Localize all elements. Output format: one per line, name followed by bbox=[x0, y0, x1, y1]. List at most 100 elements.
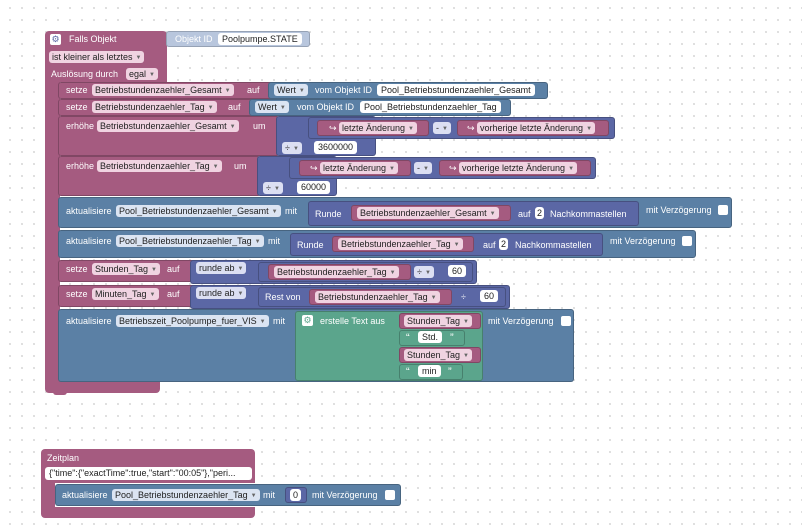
value-dropdown[interactable]: Wert▼ bbox=[274, 84, 308, 96]
variable-dropdown[interactable]: Betriebstundenzaehler_Tag▼ bbox=[315, 291, 440, 303]
dropdown-arrow-icon: ▼ bbox=[423, 166, 429, 172]
dropdown-arrow-icon: ▼ bbox=[212, 164, 219, 170]
schedule-block-spine bbox=[41, 482, 55, 512]
set-label: setze bbox=[66, 85, 88, 95]
dropdown-arrow-icon: ▼ bbox=[463, 319, 469, 325]
last-change-dropdown[interactable]: letzte Änderung▼ bbox=[320, 162, 398, 174]
variable-dropdown[interactable]: Betriebstundenzaehler_Tag▼ bbox=[92, 101, 217, 113]
condition-dropdown[interactable]: ist kleiner als letztes▼ bbox=[49, 51, 145, 63]
decimals-label: Nachkommastellen bbox=[550, 209, 627, 219]
dropdown-arrow-icon: ▼ bbox=[424, 270, 431, 276]
divide-operator-dropdown[interactable]: ÷▼ bbox=[414, 266, 434, 278]
update-label: aktualisiere bbox=[66, 206, 112, 216]
on-label: auf bbox=[167, 289, 180, 299]
dropdown-arrow-icon: ▼ bbox=[430, 295, 437, 301]
object-dropdown[interactable]: Betriebszeit_Poolpumpe_fuer_VIS▼ bbox=[116, 315, 269, 327]
object-id-input[interactable]: Pool_Betriebstundenzaehler_Tag bbox=[360, 101, 501, 113]
with-label: mit bbox=[285, 206, 297, 216]
dropdown-arrow-icon: ▼ bbox=[442, 126, 448, 132]
object-dropdown[interactable]: Pool_Betriebstundenzaehler_Tag▼ bbox=[112, 489, 260, 501]
delay-checkbox[interactable] bbox=[682, 236, 692, 246]
variable-dropdown[interactable]: Betriebstundenzaehler_Tag▼ bbox=[97, 160, 222, 172]
variable-arrow-icon: ↪ bbox=[329, 123, 337, 133]
variable-dropdown[interactable]: Betriebstundenzaehler_Gesamt▼ bbox=[97, 120, 239, 132]
increment-label: erhöhe bbox=[66, 161, 95, 171]
variable-arrow-icon: ↪ bbox=[467, 123, 475, 133]
variable-dropdown[interactable]: Stunden_Tag▼ bbox=[404, 315, 472, 327]
dropdown-arrow-icon: ▼ bbox=[151, 267, 157, 273]
trigger-block-bottom bbox=[45, 381, 160, 393]
trigger-block-spine bbox=[45, 80, 60, 387]
previous-change-dropdown[interactable]: vorherige letzte Änderung▼ bbox=[459, 162, 578, 174]
text-input[interactable]: Std. bbox=[418, 331, 443, 343]
delay-label: mit Verzögerung bbox=[488, 316, 554, 326]
dropdown-arrow-icon: ▼ bbox=[254, 239, 261, 245]
set-label: setze bbox=[66, 102, 88, 112]
gear-icon[interactable]: ⚙ bbox=[50, 34, 61, 45]
variable-dropdown[interactable]: Stunden_Tag▼ bbox=[92, 263, 160, 275]
by-label: um bbox=[234, 161, 247, 171]
text-input[interactable]: min bbox=[418, 365, 441, 377]
from-object-label: vom Objekt ID bbox=[315, 85, 373, 95]
delay-checkbox[interactable] bbox=[718, 205, 728, 215]
divisor-input[interactable]: 60 bbox=[448, 265, 467, 277]
object-dropdown[interactable]: Pool_Betriebstundenzaehler_Tag▼ bbox=[116, 235, 264, 247]
dropdown-arrow-icon: ▼ bbox=[586, 126, 593, 132]
digits-input[interactable]: 2 bbox=[499, 238, 509, 250]
variable-arrow-icon: ↪ bbox=[449, 163, 457, 173]
variable-dropdown[interactable]: Stunden_Tag▼ bbox=[404, 349, 472, 361]
divisor-input[interactable]: 60 bbox=[480, 290, 499, 302]
object-id-input[interactable]: Pool_Betriebstundenzaehler_Gesamt bbox=[377, 84, 535, 96]
variable-dropdown[interactable]: Betriebstundenzaehler_Tag▼ bbox=[274, 266, 399, 278]
object-dropdown[interactable]: Pool_Betriebstundenzaehler_Gesamt▼ bbox=[116, 205, 281, 217]
on-label: auf bbox=[228, 102, 241, 112]
on-label: auf bbox=[167, 264, 180, 274]
dropdown-arrow-icon: ▼ bbox=[292, 146, 299, 152]
delay-checkbox[interactable] bbox=[385, 490, 395, 500]
divide-operator-dropdown[interactable]: ÷▼ bbox=[263, 182, 283, 194]
operator-dropdown[interactable]: -▼ bbox=[414, 162, 432, 174]
update-label: aktualisiere bbox=[66, 316, 112, 326]
variable-dropdown[interactable]: Betriebstundenzaehler_Gesamt▼ bbox=[92, 84, 234, 96]
dropdown-arrow-icon: ▼ bbox=[237, 291, 244, 297]
round-mode-dropdown[interactable]: runde ab▼ bbox=[196, 262, 247, 274]
variable-dropdown[interactable]: Betriebstundenzaehler_Gesamt▼ bbox=[357, 207, 499, 219]
dropdown-arrow-icon: ▼ bbox=[259, 319, 266, 325]
value-input[interactable]: 0 bbox=[290, 489, 302, 501]
gear-icon[interactable]: ⚙ bbox=[302, 315, 313, 326]
digits-input[interactable]: 2 bbox=[535, 207, 545, 219]
set-label: setze bbox=[66, 264, 88, 274]
dropdown-arrow-icon: ▼ bbox=[389, 166, 395, 172]
dropdown-arrow-icon: ▼ bbox=[207, 105, 214, 111]
divide-operator-dropdown[interactable]: ÷▼ bbox=[282, 142, 302, 154]
value-dropdown[interactable]: Wert▼ bbox=[255, 101, 289, 113]
divisor-input[interactable]: 3600000 bbox=[314, 141, 358, 154]
delay-label: mit Verzögerung bbox=[646, 205, 712, 215]
remainder-label: Rest von bbox=[265, 292, 301, 302]
variable-dropdown[interactable]: Minuten_Tag▼ bbox=[92, 288, 159, 300]
dropdown-arrow-icon: ▼ bbox=[273, 186, 280, 192]
round-mode-dropdown[interactable]: runde ab▼ bbox=[196, 287, 247, 299]
trigger-title: Falls Objekt bbox=[69, 34, 117, 44]
previous-change-dropdown[interactable]: vorherige letzte Änderung▼ bbox=[477, 122, 596, 134]
dropdown-arrow-icon: ▼ bbox=[389, 270, 396, 276]
schedule-spec-input[interactable]: {"time":{"exactTime":true,"start":"00:05… bbox=[45, 467, 252, 480]
decimals-label: Nachkommastellen bbox=[515, 240, 592, 250]
with-label: mit bbox=[268, 236, 280, 246]
dropdown-arrow-icon: ▼ bbox=[453, 242, 460, 248]
operator-dropdown[interactable]: -▼ bbox=[433, 122, 451, 134]
dropdown-arrow-icon: ▼ bbox=[149, 292, 156, 298]
variable-dropdown[interactable]: Betriebstundenzaehler_Tag▼ bbox=[338, 238, 463, 250]
trigger-dropdown[interactable]: egal▼ bbox=[126, 68, 158, 80]
delay-checkbox[interactable] bbox=[561, 316, 571, 326]
delay-label: mit Verzögerung bbox=[610, 236, 676, 246]
divisor-input[interactable]: 60000 bbox=[297, 181, 331, 194]
trigger-block-notch bbox=[53, 390, 67, 395]
dropdown-arrow-icon: ▼ bbox=[250, 493, 257, 499]
set-label: setze bbox=[66, 289, 88, 299]
object-id-input[interactable]: Poolpumpe.STATE bbox=[218, 33, 302, 45]
last-change-dropdown[interactable]: letzte Änderung▼ bbox=[339, 122, 417, 134]
quote-close-icon: ” bbox=[450, 332, 454, 344]
trigger-label: Auslösung durch bbox=[51, 69, 119, 79]
dropdown-arrow-icon: ▼ bbox=[463, 353, 469, 359]
